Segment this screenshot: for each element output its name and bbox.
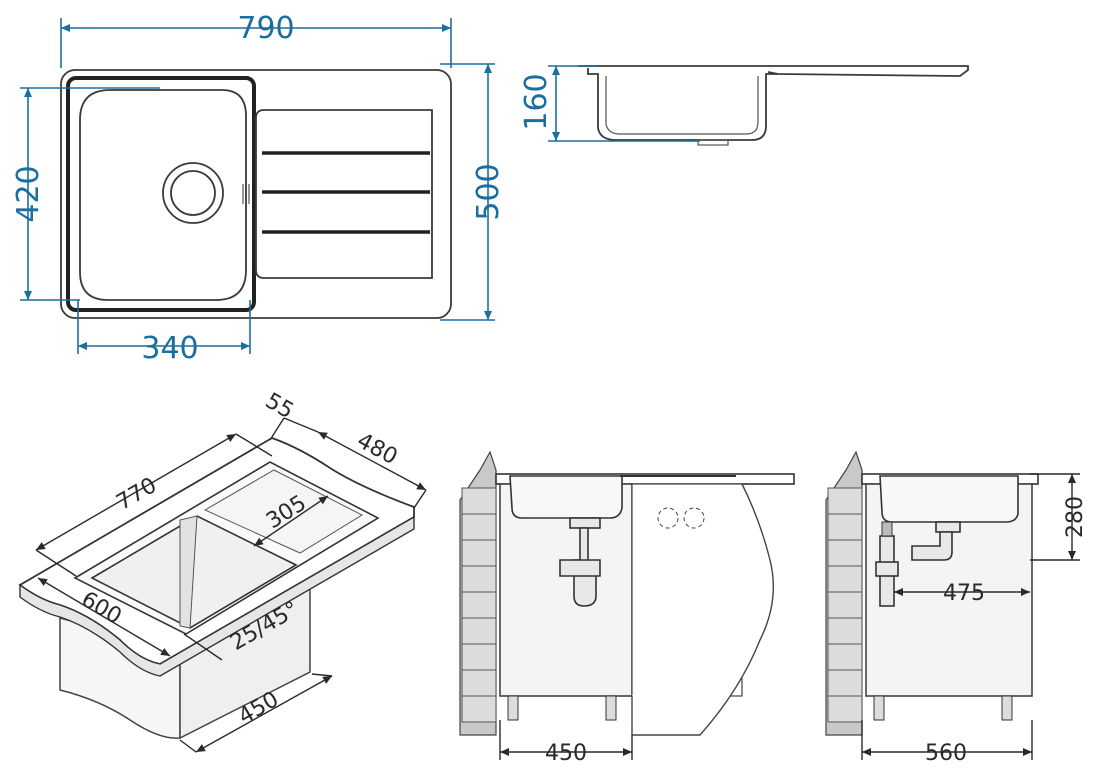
dim-side-height: 280 bbox=[1063, 496, 1088, 538]
dim-overall-width: 790 bbox=[237, 11, 294, 46]
dim-bowl-width: 340 bbox=[141, 331, 198, 366]
dim-front-cabinet: 450 bbox=[545, 741, 587, 766]
bowl-section bbox=[587, 68, 778, 141]
front-install-view: 450 bbox=[459, 450, 795, 766]
drainboard bbox=[255, 109, 433, 279]
cabinet bbox=[499, 483, 633, 697]
dim-side-cabinet-depth: 560 bbox=[925, 741, 967, 766]
dim-bowl-height: 160 bbox=[519, 73, 554, 130]
top-view: 790 420 500 340 bbox=[11, 11, 506, 366]
dim-iso-rim: 55 bbox=[261, 389, 298, 425]
dim-overall-depth: 500 bbox=[471, 163, 506, 220]
dim-side-drain-offset: 475 bbox=[943, 581, 985, 606]
side-install-view: 280 475 560 bbox=[825, 450, 1088, 766]
dim-bowl-depth: 420 bbox=[11, 165, 46, 222]
front-sink-bowl bbox=[509, 475, 623, 519]
drain-outer bbox=[162, 162, 224, 224]
isometric-view: 770 55 480 305 600 25/45° 450 bbox=[18, 389, 427, 753]
drain-inner bbox=[170, 170, 216, 216]
side-section-view: 160 bbox=[519, 65, 969, 146]
sink-outline bbox=[60, 69, 452, 319]
bowl-rim bbox=[66, 76, 256, 312]
side-sink-bowl bbox=[879, 475, 1019, 523]
bowl-inner bbox=[79, 89, 247, 301]
